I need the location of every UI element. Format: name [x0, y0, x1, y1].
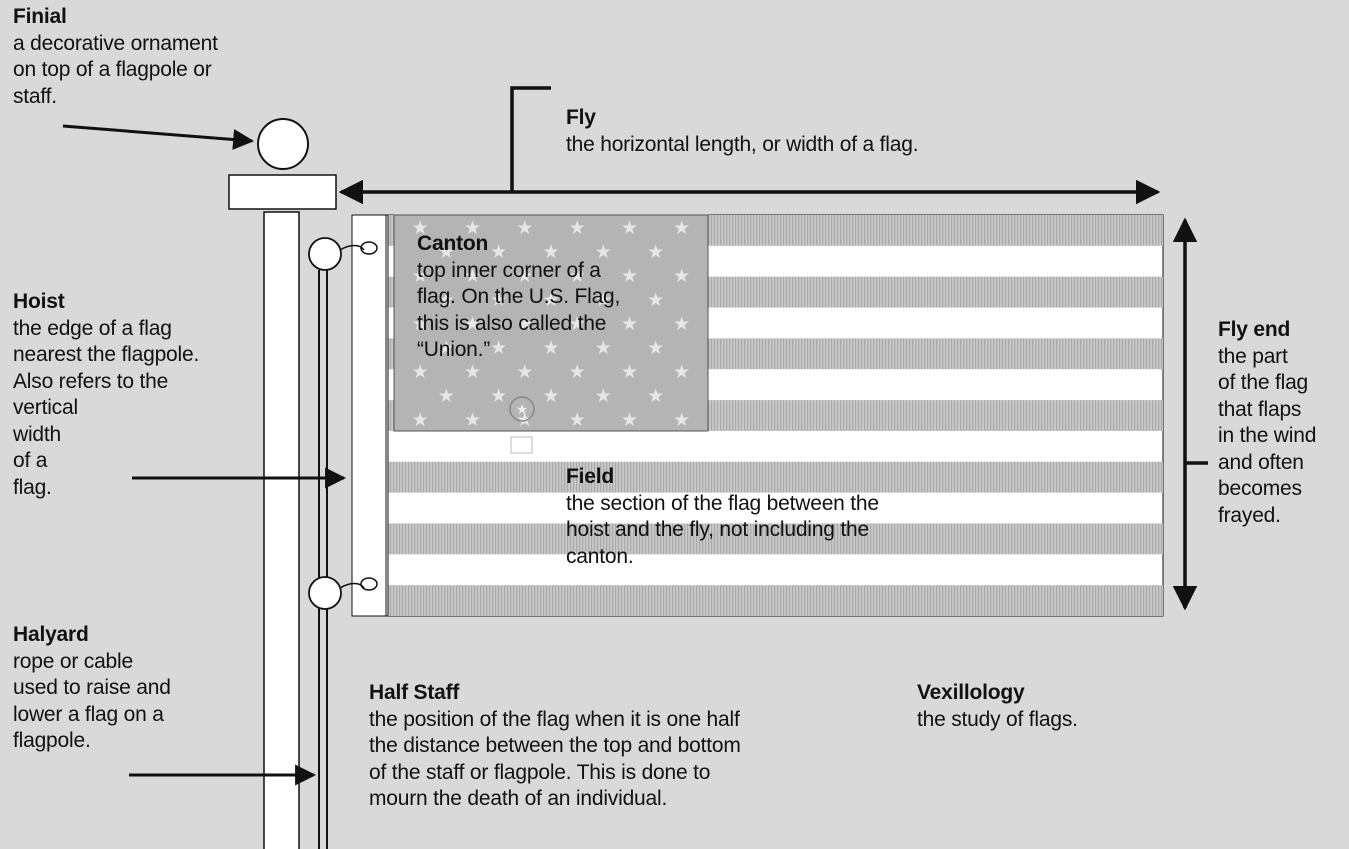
star-icon: ★ [490, 338, 507, 359]
star-icon: ★ [621, 362, 638, 383]
field-title: Field [566, 465, 615, 488]
star-icon: ★ [595, 386, 612, 407]
snap-hook-icon [308, 237, 378, 271]
star-icon: ★ [516, 314, 533, 335]
star-icon: ★ [569, 362, 586, 383]
hoist-title: Hoist [13, 290, 65, 313]
halyard-desc: rope or cable used to raise and lower a … [13, 649, 171, 753]
star-icon: ★ [621, 314, 638, 335]
finial-arrow-icon [62, 124, 255, 150]
star-icon: ★ [621, 410, 638, 431]
star-icon: ★ [621, 218, 638, 239]
star-icon: ★ [542, 386, 559, 407]
vexillology-desc: the study of flags. [917, 707, 1078, 731]
fly-connector [510, 86, 551, 192]
canton-title: Canton [417, 232, 489, 255]
star-icon: ★ [412, 362, 429, 383]
star-icon: ★ [412, 314, 429, 335]
star-icon: ★ [621, 266, 638, 287]
flag-stripe [388, 523, 1163, 555]
star-icon: ★ [438, 386, 455, 407]
star-icon: ★ [542, 242, 559, 263]
finial-desc: a decorative ornament on top of a flagpo… [13, 31, 218, 108]
half-staff-label: Half Staff the position of the flag when… [369, 680, 741, 813]
star-icon: ★ [490, 242, 507, 263]
star-icon: ★ [464, 410, 481, 431]
field-desc: the section of the flag between the hois… [566, 491, 879, 568]
half-staff-desc: the position of the flag when it is one … [369, 707, 741, 811]
star-icon: ★ [464, 314, 481, 335]
fly-desc: the horizontal length, or width of a fla… [566, 132, 919, 156]
star-icon: ★ [569, 266, 586, 287]
star-icon: ★ [673, 314, 690, 335]
star-icon: ★ [673, 218, 690, 239]
star-icon: ★ [516, 362, 533, 383]
star-icon: ★ [438, 290, 455, 311]
star-icon: ★ [673, 266, 690, 287]
star-icon: ★ [542, 290, 559, 311]
vexillology-title: Vexillology [917, 681, 1025, 704]
fly-label: Fly the horizontal length, or width of a… [566, 105, 919, 158]
halyard-label: Halyard rope or cable used to raise and … [13, 622, 171, 755]
fly-title: Fly [566, 106, 596, 129]
fly-end-desc: the part of the flag that flaps in the w… [1218, 344, 1317, 527]
star-icon: ★ [673, 410, 690, 431]
star-icon: ★ [516, 218, 533, 239]
flag-stripe [388, 461, 1163, 493]
vexillology-label: Vexillology the study of flags. [917, 680, 1078, 733]
star-icon: ★ [595, 338, 612, 359]
fly-end-title: Fly end [1218, 318, 1291, 341]
seal-icon [509, 396, 535, 422]
star-icon: ★ [412, 410, 429, 431]
star-icon: ★ [595, 290, 612, 311]
star-icon: ★ [569, 314, 586, 335]
flag: ★ ★ ★ ★ ★ ★ ★ ★ ★ ★ ★ ★ ★ ★ ★ ★ ★ ★ ★ ★ ★ ★ ★ ★ ★ ★ ★ ★ ★ ★ ★ ★ ★ ★ ★ ★ ★ ★ ★ ★… [351, 214, 1164, 617]
svg-text:★: ★ [516, 401, 529, 417]
star-icon: ★ [438, 242, 455, 263]
star-icon: ★ [647, 338, 664, 359]
star-icon: ★ [542, 338, 559, 359]
snap-hook-icon [308, 576, 378, 610]
star-icon: ★ [569, 218, 586, 239]
star-icon: ★ [438, 338, 455, 359]
hoist-desc: the edge of a flag nearest the flagpole.… [13, 316, 200, 499]
field-label: Field the section of the flag between th… [566, 464, 879, 570]
half-staff-title: Half Staff [369, 681, 460, 704]
star-icon: ★ [647, 386, 664, 407]
canton-label: Canton top inner corner of a flag. On th… [417, 231, 620, 364]
flag-stripe [388, 585, 1163, 616]
star-icon: ★ [490, 290, 507, 311]
hoist-sleeve [351, 214, 389, 617]
star-icon: ★ [412, 266, 429, 287]
canton-box [393, 214, 709, 432]
star-icon: ★ [464, 218, 481, 239]
fly-end-label: Fly end the part of the flag that flaps … [1218, 317, 1316, 529]
star-icon: ★ [569, 410, 586, 431]
flagpole [263, 211, 300, 849]
star-icon: ★ [412, 218, 429, 239]
hoist-label: Hoist the edge of a flag nearest the fla… [13, 289, 199, 501]
canton-desc: top inner corner of a flag. On the U.S. … [417, 258, 621, 362]
star-icon: ★ [464, 362, 481, 383]
star-icon: ★ [490, 386, 507, 407]
star-icon: ★ [673, 362, 690, 383]
star-icon: ★ [595, 242, 612, 263]
star-icon: ★ [647, 242, 664, 263]
canton-stars: ★ ★ ★ ★ ★ ★ ★ ★ ★ ★ ★ ★ ★ ★ ★ ★ ★ ★ ★ ★ ★ ★ ★ ★ ★ ★ ★ ★ ★ ★ ★ ★ ★ ★ ★ ★ ★ ★ ★ ★… [412, 218, 691, 431]
finial-title: Finial [13, 5, 67, 28]
finial-base [228, 174, 337, 210]
star-icon: ★ [464, 266, 481, 287]
halyard-title: Halyard [13, 623, 89, 646]
finial-label: Finial a decorative ornament on top of a… [13, 4, 218, 110]
small-label-box [510, 436, 533, 454]
star-icon: ★ [516, 266, 533, 287]
finial-ball-icon [257, 118, 309, 170]
star-icon: ★ [647, 290, 664, 311]
